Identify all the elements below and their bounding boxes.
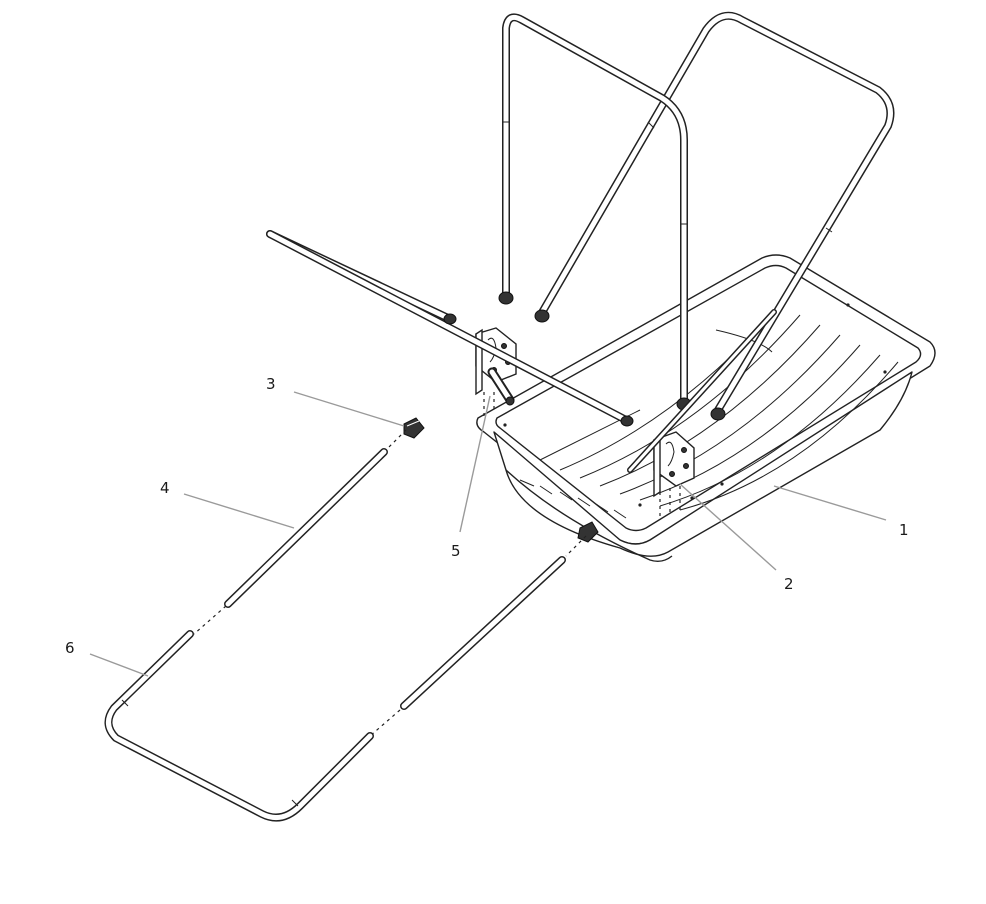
handle-loop bbox=[104, 630, 374, 822]
sled-rear-tube bbox=[627, 309, 777, 473]
leader-1 bbox=[773, 485, 887, 521]
leader-6 bbox=[89, 653, 149, 677]
callout-1: 1 bbox=[899, 521, 909, 539]
backrest-frame-large bbox=[534, 11, 895, 421]
callout-5: 5 bbox=[451, 542, 461, 560]
connector-knob-lower bbox=[577, 521, 599, 543]
callout-6: 6 bbox=[65, 639, 75, 657]
leader-3 bbox=[293, 391, 405, 427]
hitch-plate-right bbox=[653, 431, 695, 518]
side-pole bbox=[266, 230, 634, 427]
leader-lines bbox=[89, 391, 887, 677]
handle-shaft-right bbox=[369, 535, 587, 737]
callout-4: 4 bbox=[160, 479, 170, 497]
callout-3: 3 bbox=[266, 375, 276, 393]
leader-4 bbox=[183, 493, 295, 529]
leader-5 bbox=[459, 395, 491, 533]
leader-2 bbox=[679, 483, 777, 571]
sled-body bbox=[476, 254, 936, 563]
connector-knob-upper bbox=[403, 417, 425, 439]
callout-2: 2 bbox=[784, 575, 794, 593]
handle-shaft-left bbox=[193, 429, 407, 635]
